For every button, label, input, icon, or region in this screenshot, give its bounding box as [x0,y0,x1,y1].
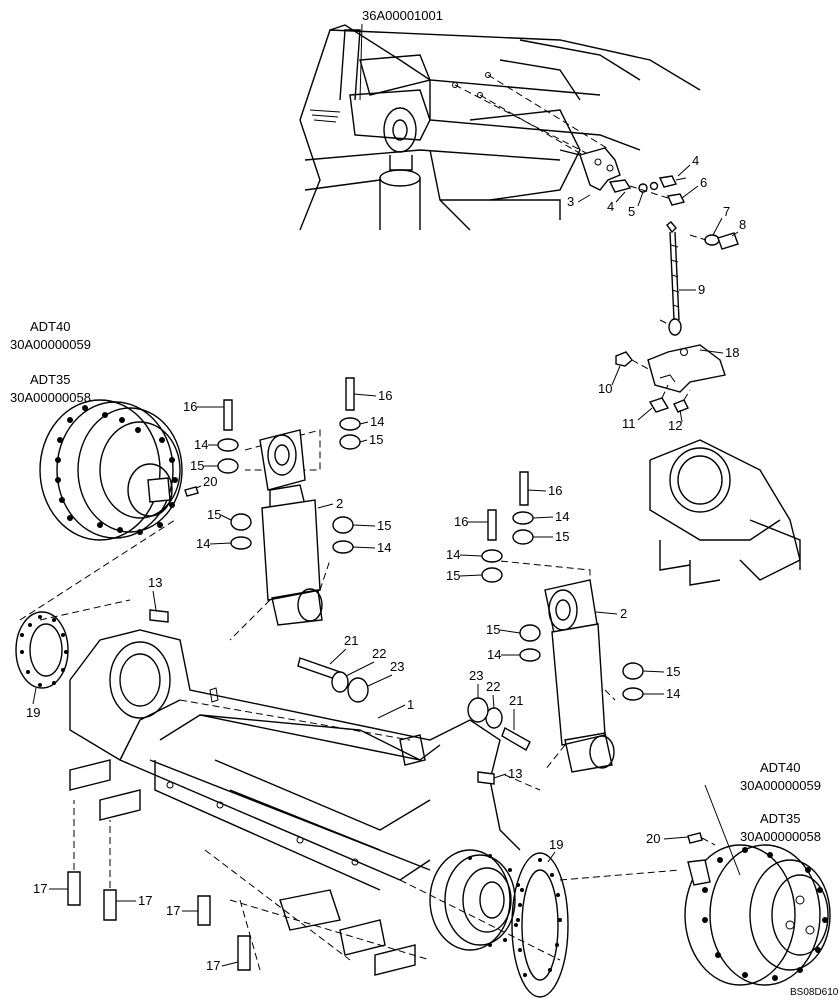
frame-end-right [649,439,801,586]
callout-15: 15 [486,622,500,637]
callout-9: 9 [698,282,705,297]
callout-7: 7 [723,204,730,219]
callout-6: 6 [700,175,707,190]
hub-left [19,399,199,621]
callout-21: 21 [344,633,358,648]
callout-15: 15 [207,507,221,522]
callout-2: 2 [336,496,343,511]
shock-absorber-right [489,559,616,773]
hub-left-code-b: 30A00000058 [10,390,91,405]
ring-19-right [511,852,569,998]
callout-14: 14 [370,414,384,429]
hub-reference-right: ADT40 30A00000059 ADT35 30A00000058 [704,760,821,876]
callout-4: 4 [607,199,614,214]
ring-19-left [15,611,69,689]
callout-20: 20 [203,474,217,489]
callout-16: 16 [454,514,468,529]
callout-22: 22 [486,679,500,694]
callout-14: 14 [446,547,460,562]
callout-14: 14 [666,686,680,701]
callout-15: 15 [377,518,391,533]
callout-14: 14 [487,647,501,662]
axle-beam [39,599,681,976]
callout-21: 21 [509,693,523,708]
callout-14: 14 [555,509,569,524]
callout-17: 17 [166,903,180,918]
shock-absorber-left [229,429,331,641]
callout-5: 5 [628,204,635,219]
callout-3: 3 [567,194,574,209]
hub-right-code-a: 30A00000059 [740,778,821,793]
callout-2: 2 [620,606,627,621]
callout-1: 1 [407,697,414,712]
callout-13: 13 [508,766,522,781]
callout-17: 17 [206,958,220,973]
callout-12: 12 [668,418,682,433]
callout-18: 18 [725,345,739,360]
assembly-reference: 36A00001001 [362,8,443,23]
callout-22: 22 [372,646,386,661]
hub-right-code-b: 30A00000058 [740,829,821,844]
callout-17: 17 [33,881,47,896]
callout-17: 17 [138,893,152,908]
callout-15: 15 [555,529,569,544]
sensor-bracket [579,147,739,250]
frame-section-top [299,24,701,231]
callout-14: 14 [196,536,210,551]
callout-16: 16 [183,399,197,414]
callout-20: 20 [646,831,660,846]
hub-left-model-a: ADT40 [30,319,70,334]
callout-15: 15 [369,432,383,447]
callout-19: 19 [26,705,40,720]
hub-right [684,832,831,986]
callout-23: 23 [469,668,483,683]
callout-19: 19 [549,837,563,852]
callout-16: 16 [548,483,562,498]
callout-10: 10 [598,381,612,396]
hub-right-model-a: ADT40 [760,760,800,775]
callout-4: 4 [692,153,699,168]
lower-sensor-bracket [615,344,726,413]
callout-16: 16 [378,388,392,403]
callout-labels: 1 2 2 3 4 4 5 6 7 8 9 10 11 12 13 13 14 … [26,153,746,973]
callout-14: 14 [377,540,391,555]
hub-left-model-b: ADT35 [30,372,70,387]
hub-right-model-b: ADT35 [760,811,800,826]
callout-15: 15 [666,664,680,679]
sensor-rod [659,221,682,336]
hub-reference-left: ADT40 30A00000059 ADT35 30A00000058 [10,319,91,405]
callout-13: 13 [148,575,162,590]
callout-11: 11 [622,416,636,431]
callout-23: 23 [390,659,404,674]
callout-14: 14 [194,437,208,452]
drawing-code: BS08D610 [790,987,839,998]
callout-15: 15 [446,568,460,583]
callout-8: 8 [739,217,746,232]
callout-15: 15 [190,458,204,473]
hub-left-code-a: 30A00000059 [10,337,91,352]
